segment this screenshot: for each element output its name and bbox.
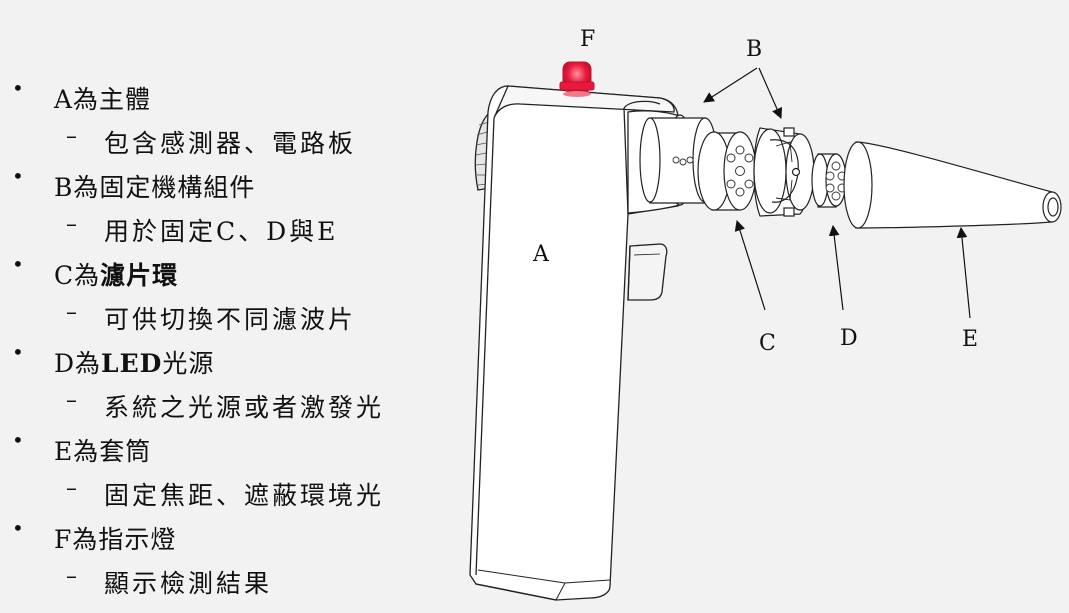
item-label: E為套筒 [54,437,152,466]
dash-icon: – [66,564,77,589]
item-label: D為LED光源 [54,349,215,378]
bullet-icon: • [12,340,24,364]
dash-icon: – [66,212,77,237]
sub-item-label: 包含感測器、電路板 [104,129,357,158]
bullet-icon: • [12,428,24,452]
legend-list: • A為主體 – 包含感測器、電路板 • B為固定機構組件 – 用於固定C、D與… [0,70,470,598]
list-item-f: • F為指示燈 [0,510,470,554]
sub-item-label: 系統之光源或者激發光 [104,393,385,422]
indicator-led [559,61,595,97]
list-item-c: • C為濾片環 [0,246,470,290]
label-f: F [580,27,595,52]
sub-item-label: 用於固定C、D與E [104,217,339,246]
item-label: B為固定機構組件 [54,173,256,202]
sub-item-e: – 固定焦距、遮蔽環境光 [0,466,470,510]
dash-icon: – [66,388,77,413]
item-label: C為濾片環 [54,261,179,290]
sub-item-c: – 可供切換不同濾波片 [0,290,470,334]
sub-item-b: – 用於固定C、D與E [0,202,470,246]
label-d: D [840,326,858,351]
label-c: C [759,331,776,356]
mount-assembly [753,127,815,217]
list-item-b: • B為固定機構組件 [0,158,470,202]
sub-item-label: 固定焦距、遮蔽環境光 [104,481,385,510]
dash-icon: – [66,124,77,149]
bullet-icon: • [12,516,24,540]
bullet-icon: • [12,76,24,100]
sub-item-label: 可供切換不同濾波片 [104,305,357,334]
dash-icon: – [66,476,77,501]
callout-arrows [703,67,971,319]
sleeve-cone [843,141,1062,229]
bullet-icon: • [12,164,24,188]
led-light-source [811,153,847,208]
filter-ring [697,131,757,211]
sub-item-f: – 顯示檢測結果 [0,554,470,598]
label-a: A [532,242,550,267]
item-label: A為主體 [54,85,152,114]
list-item-a: • A為主體 [0,70,470,114]
list-item-d: • D為LED光源 [0,334,470,378]
bullet-icon: • [12,252,24,276]
label-b: B [746,37,762,62]
item-label: F為指示燈 [54,525,177,554]
sub-item-d: – 系統之光源或者激發光 [0,378,470,422]
dash-icon: – [66,300,77,325]
list-item-e: • E為套筒 [0,422,470,466]
sub-item-label: 顯示檢測結果 [104,569,273,598]
sub-item-a: – 包含感測器、電路板 [0,114,470,158]
label-e: E [962,327,978,352]
